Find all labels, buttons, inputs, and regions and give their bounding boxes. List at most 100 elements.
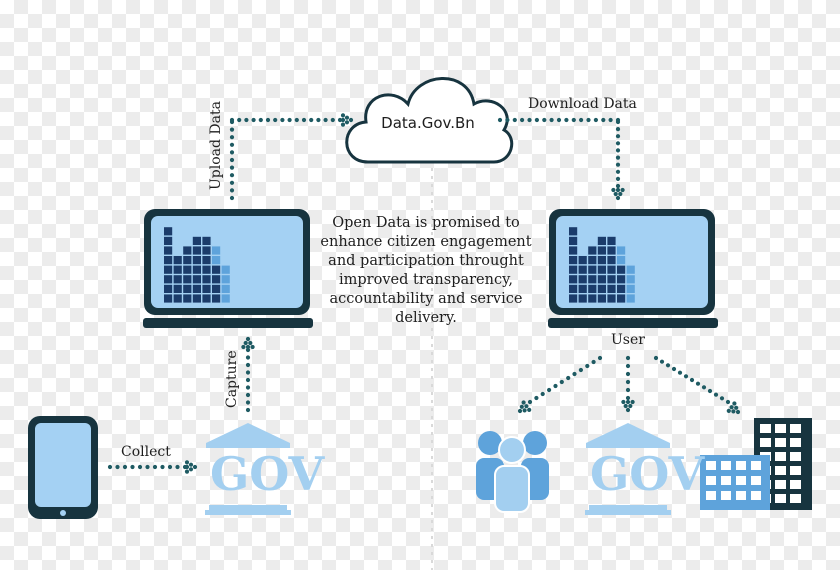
data-grid-cell xyxy=(617,284,626,293)
data-grid-cell xyxy=(164,227,173,236)
building-window xyxy=(790,494,801,503)
data-grid-cell xyxy=(597,256,606,265)
data-grid-cell xyxy=(221,275,230,284)
people-group-icon xyxy=(476,431,549,513)
office-buildings-icon xyxy=(700,418,812,510)
data-grid-cell xyxy=(617,265,626,274)
building-window xyxy=(721,476,731,485)
data-grid-cell xyxy=(192,236,201,245)
download-data-label: Download Data xyxy=(528,96,637,112)
data-grid-cell xyxy=(569,294,578,303)
building-window xyxy=(790,466,801,475)
data-grid-cell xyxy=(578,265,587,274)
data-grid-cell xyxy=(607,284,616,293)
gov-label-right: GOV xyxy=(590,447,705,501)
data-grid-cell xyxy=(607,265,616,274)
data-grid-cell xyxy=(626,294,635,303)
building-window xyxy=(760,424,771,433)
data-grid-cell xyxy=(192,275,201,284)
user-dots-middle xyxy=(625,355,631,401)
building-window xyxy=(706,476,716,485)
data-grid-cell xyxy=(164,294,173,303)
data-grid-cell xyxy=(588,246,597,255)
collect-arrowhead xyxy=(184,460,198,474)
data-grid-cell xyxy=(588,275,597,284)
data-grid-cell xyxy=(569,227,578,236)
laptop-right-data-grid xyxy=(569,227,635,303)
building-window xyxy=(751,461,761,470)
data-grid-cell xyxy=(183,246,192,255)
data-grid-cell xyxy=(569,284,578,293)
data-grid-cell xyxy=(617,275,626,284)
user-arrowhead-left xyxy=(517,400,532,414)
building-window xyxy=(775,452,786,461)
cloud-label: Data.Gov.Bn xyxy=(381,114,475,132)
building-window xyxy=(721,461,731,470)
data-grid-cell xyxy=(212,256,221,265)
data-grid-cell xyxy=(173,275,182,284)
building-window xyxy=(775,424,786,433)
user-label: User xyxy=(611,332,645,348)
data-grid-cell xyxy=(183,275,192,284)
data-grid-cell xyxy=(617,246,626,255)
data-grid-cell xyxy=(607,246,616,255)
data-grid-cell xyxy=(202,256,211,265)
data-grid-cell xyxy=(221,265,230,274)
data-grid-cell xyxy=(183,265,192,274)
dotted-arrows xyxy=(107,113,741,474)
data-grid-cell xyxy=(183,294,192,303)
data-grid-cell xyxy=(569,256,578,265)
data-grid-cell xyxy=(617,256,626,265)
data-grid-cell xyxy=(212,246,221,255)
cloud-icon xyxy=(345,77,514,164)
data-grid-cell xyxy=(588,294,597,303)
data-grid-cell xyxy=(202,265,211,274)
data-grid-cell xyxy=(164,236,173,245)
capture-dots xyxy=(245,347,251,413)
upload-arrowhead xyxy=(340,113,354,127)
data-grid-cell xyxy=(192,256,201,265)
data-grid-cell xyxy=(183,284,192,293)
data-grid-cell xyxy=(192,265,201,274)
data-grid-cell xyxy=(607,294,616,303)
data-grid-cell xyxy=(588,284,597,293)
data-grid-cell xyxy=(212,275,221,284)
upload-dots-horizontal xyxy=(229,117,343,123)
building-window xyxy=(760,438,771,447)
data-grid-cell xyxy=(164,275,173,284)
data-grid-cell xyxy=(164,284,173,293)
data-grid-cell xyxy=(607,256,616,265)
data-grid-cell xyxy=(164,246,173,255)
data-grid-cell xyxy=(202,236,211,245)
user-dots-right xyxy=(653,355,731,405)
data-grid-cell xyxy=(597,294,606,303)
data-grid-cell xyxy=(212,265,221,274)
building-window xyxy=(775,466,786,475)
user-arrowhead-right xyxy=(726,401,741,415)
building-window xyxy=(736,491,746,500)
data-grid-cell xyxy=(626,284,635,293)
building-window xyxy=(775,438,786,447)
user-arrowhead-middle xyxy=(621,399,635,413)
data-grid-cell xyxy=(192,294,201,303)
building-window xyxy=(790,424,801,433)
download-dots-horizontal xyxy=(497,117,621,123)
building-window xyxy=(790,438,801,447)
data-grid-cell xyxy=(212,284,221,293)
open-data-description: Open Data is promised to enhance citizen… xyxy=(320,215,532,326)
upload-dots-vertical xyxy=(229,119,235,201)
collect-label: Collect xyxy=(121,444,171,460)
data-grid-cell xyxy=(578,294,587,303)
data-grid-cell xyxy=(192,246,201,255)
data-grid-cell xyxy=(164,256,173,265)
collect-dots xyxy=(107,464,188,470)
data-grid-cell xyxy=(173,256,182,265)
data-grid-cell xyxy=(626,275,635,284)
building-window xyxy=(751,476,761,485)
data-grid-cell xyxy=(192,284,201,293)
data-grid-cell xyxy=(183,256,192,265)
data-grid-cell xyxy=(569,246,578,255)
capture-label: Capture xyxy=(224,350,240,408)
data-grid-cell xyxy=(578,256,587,265)
